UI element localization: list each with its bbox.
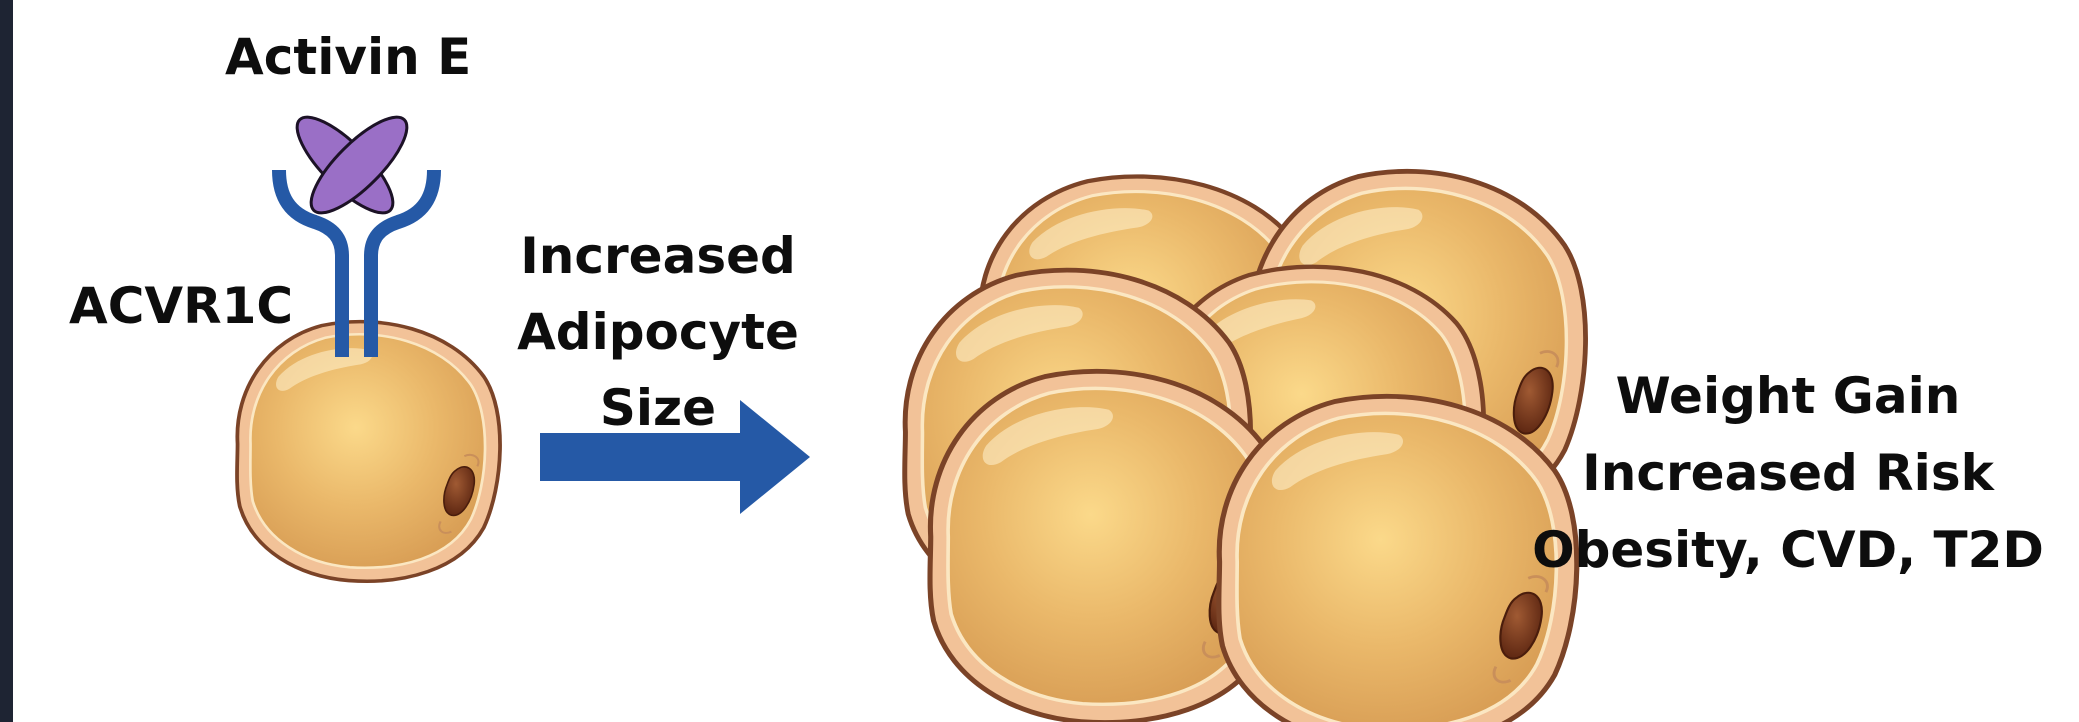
- outcome-text: Weight Gain Increased Risk Obesity, CVD,…: [1528, 358, 2048, 589]
- process-text: Increased Adipocyte Size: [493, 218, 823, 446]
- outcome-line: Weight Gain: [1528, 358, 2048, 435]
- adipocyte-cluster: [905, 171, 1586, 722]
- outcome-line: Obesity, CVD, T2D: [1528, 512, 2048, 589]
- acvr1c-label: ACVR1C: [69, 281, 293, 331]
- process-line: Size: [493, 370, 823, 446]
- small-adipocyte-icon: [237, 322, 500, 582]
- outcome-line: Increased Risk: [1528, 435, 2048, 512]
- process-line: Increased: [493, 218, 823, 294]
- adipocyte-cell-icon: [1219, 396, 1577, 722]
- activin-e-ligand-icon: [284, 104, 420, 226]
- activin-e-label: Activin E: [225, 32, 471, 82]
- process-line: Adipocyte: [493, 294, 823, 370]
- diagram-canvas: Activin E ACVR1C Increased Adipocyte Siz…: [13, 0, 2079, 722]
